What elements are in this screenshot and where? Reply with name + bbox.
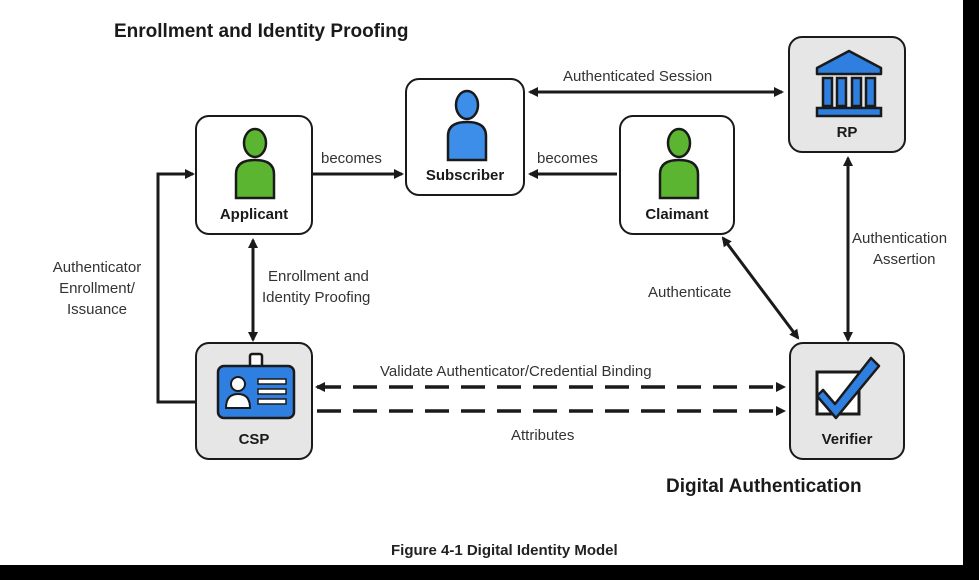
claimant-label: Claimant <box>645 206 709 223</box>
validate-binding-label: Validate Authenticator/Credential Bindin… <box>380 363 652 380</box>
attributes-label: Attributes <box>511 427 575 444</box>
authenticated-session-label: Authenticated Session <box>563 68 713 85</box>
subscriber-node: Subscriber <box>405 78 525 196</box>
checkmark-icon <box>815 356 881 420</box>
figure-caption: Figure 4-1 Digital Identity Model <box>391 542 618 559</box>
becomes-label-left: becomes <box>321 150 382 167</box>
verifier-label: Verifier <box>821 431 873 448</box>
authenticate-arrow <box>721 236 800 340</box>
csp-node: CSP <box>195 342 313 460</box>
id-badge-icon <box>216 352 296 420</box>
diagram-canvas: Enrollment and Identity Proofing Digital… <box>0 0 963 565</box>
authenticator-issuance-arrow <box>156 169 195 404</box>
authenticator-issuance-label-line1: Authenticator <box>52 259 142 276</box>
connector-layer <box>156 87 853 416</box>
person-green-icon <box>658 127 700 200</box>
becomes-label-right: becomes <box>537 150 598 167</box>
authenticator-issuance-label-line3: Issuance <box>66 301 128 318</box>
applicant-node: Applicant <box>195 115 313 235</box>
authenticator-issuance-label-line2: Enrollment/ <box>59 280 135 297</box>
claimant-node: Claimant <box>619 115 735 235</box>
digital-authentication-title: Digital Authentication <box>666 476 862 497</box>
enrollment-proofing-label-line1: Enrollment and <box>268 268 369 285</box>
csp-label: CSP <box>238 431 270 448</box>
authentication-assertion-label-line2: Assertion <box>873 251 936 268</box>
rp-node: RP <box>788 36 906 153</box>
person-blue-icon <box>446 89 488 162</box>
enrollment-proofing-label-line2: Identity Proofing <box>262 289 371 306</box>
rp-label: RP <box>836 124 858 141</box>
applicant-label: Applicant <box>219 206 289 223</box>
authenticate-label: Authenticate <box>648 284 732 301</box>
authentication-assertion-label-line1: Authentication <box>852 230 948 247</box>
person-green-icon <box>234 127 276 200</box>
subscriber-label: Subscriber <box>425 167 505 184</box>
verifier-node: Verifier <box>789 342 905 460</box>
bank-building-icon <box>815 49 883 118</box>
enrollment-section-title: Enrollment and Identity Proofing <box>114 21 409 42</box>
